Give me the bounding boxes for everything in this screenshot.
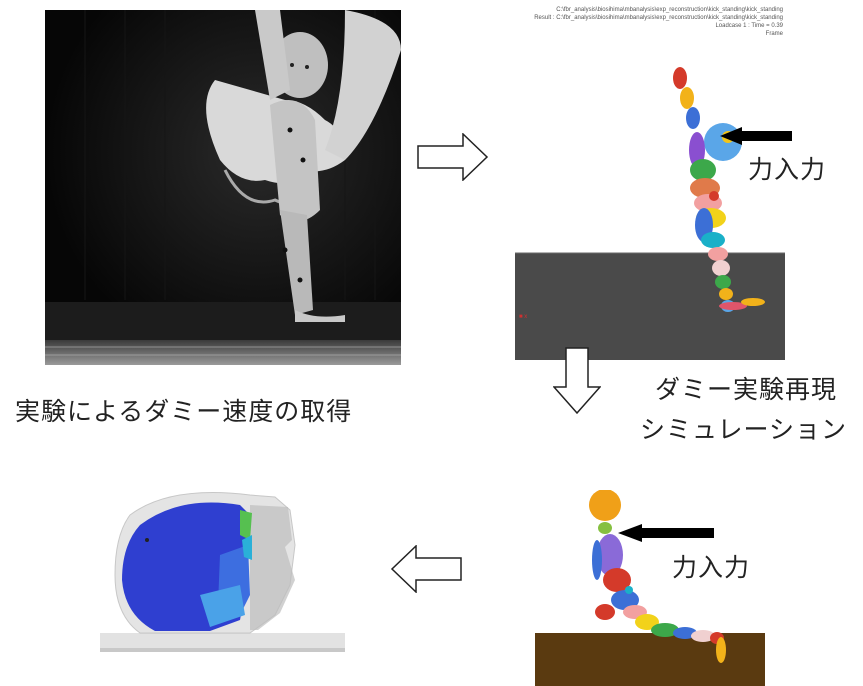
force-arrow-icon <box>720 127 792 145</box>
down-arrow-icon <box>553 347 601 415</box>
sim-header-line4: Frame <box>765 31 783 37</box>
caption-experiment: 実験によるダミー速度の取得 <box>15 397 353 426</box>
sim-header-line2: Result : C:\fbr_analysis\biosihima\mbana… <box>534 15 783 21</box>
right-arrow-icon <box>417 133 489 181</box>
force-label-bottom: 力入力 <box>672 553 751 582</box>
simulation-view: C:\fbr_analysis\biosihima\mbanalysis\exp… <box>515 0 785 360</box>
sim-header-line3: Loadcase 1 : Time = 0.39 <box>715 23 783 29</box>
svg-text:■ x: ■ x <box>519 314 527 320</box>
force-arrow-icon-bottom <box>618 524 714 542</box>
left-arrow-icon <box>390 545 462 593</box>
force-label-top: 力入力 <box>748 155 827 184</box>
caption-simulation-line2: シミュレーション <box>640 415 848 444</box>
caption-simulation-line1: ダミー実験再現 <box>655 375 838 404</box>
sim-header: C:\fbr_analysis\biosihima\mbanalysis\exp… <box>513 6 783 38</box>
experiment-photo <box>45 10 401 365</box>
head-fe-model <box>100 485 345 660</box>
sim-header-line1: C:\fbr_analysis\biosihima\mbanalysis\exp… <box>556 7 783 13</box>
multibody-model <box>535 490 765 686</box>
